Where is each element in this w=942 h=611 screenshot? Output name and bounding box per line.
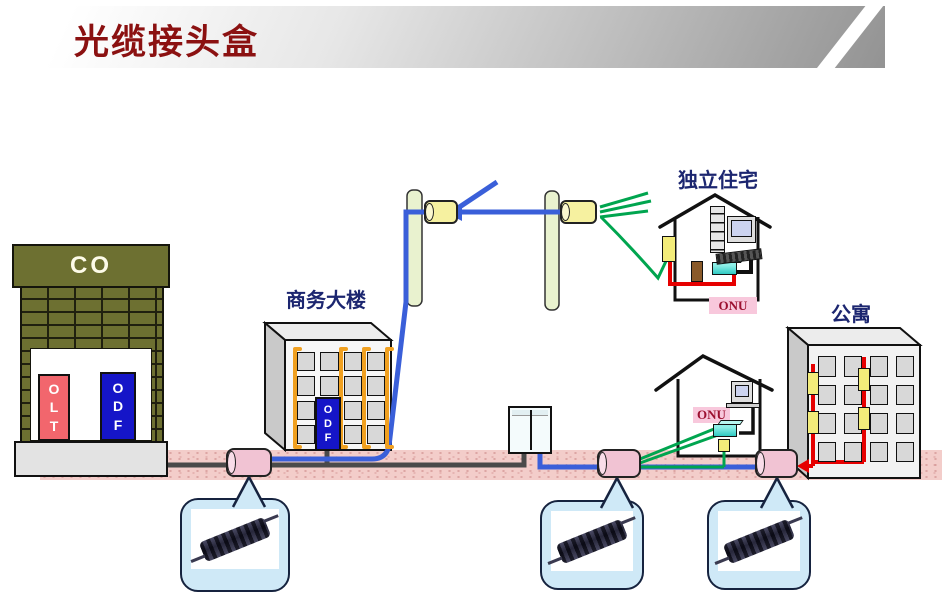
red-arrowhead xyxy=(797,459,809,473)
splice-closure-photo xyxy=(722,518,796,564)
co-building-sign: CO xyxy=(12,244,170,288)
cabinet-door-divider xyxy=(530,410,532,450)
floor-terminal-box xyxy=(807,411,819,434)
patch-black-house1 xyxy=(736,257,753,274)
wall-terminal-box xyxy=(662,236,676,262)
business-odf-cabinet: ODF xyxy=(315,397,341,451)
olt-label: OLT xyxy=(48,381,60,434)
utility-pole-2 xyxy=(544,190,560,311)
indoor-cable-red-house1 xyxy=(668,259,736,286)
splitter-box xyxy=(691,261,703,282)
closure-end-cap xyxy=(598,452,607,475)
computer-monitor xyxy=(727,216,756,243)
cable-riser-1 xyxy=(293,347,302,449)
closure-end-cap xyxy=(756,452,765,475)
detached-house-label: 独立住宅 xyxy=(678,170,758,192)
splice-closure-photo xyxy=(555,518,629,564)
cable-riser-3 xyxy=(362,347,371,449)
title-band xyxy=(0,6,885,68)
aerial-drop-green xyxy=(599,191,670,281)
terminal-box-2 xyxy=(718,439,730,452)
onu-device-2 xyxy=(713,424,737,437)
callout-bubble-1 xyxy=(180,498,290,592)
monitor-screen xyxy=(731,220,752,237)
aerial-splice-closure-1 xyxy=(424,200,458,224)
monitor-2 xyxy=(731,381,753,403)
callout-photo-frame xyxy=(191,509,279,569)
co-building-base xyxy=(14,441,168,477)
computer-tower xyxy=(710,206,725,253)
cable-riser-2 xyxy=(339,347,348,449)
monitor-shelf xyxy=(726,403,760,408)
onu-label: ONU xyxy=(718,297,748,313)
onu-label-strip: ONU xyxy=(709,297,757,314)
apartment-label: 公寓 xyxy=(831,304,871,326)
patch-black-house2 xyxy=(739,406,755,435)
co-odf-cabinet: ODF xyxy=(100,372,136,441)
business-building-label: 商务大楼 xyxy=(286,290,366,312)
floor-terminal-box xyxy=(858,368,870,391)
closure-end-cap xyxy=(425,203,434,221)
road-splice-closure-3 xyxy=(755,449,798,478)
apartment-windows xyxy=(818,356,914,462)
floor-terminal-box xyxy=(807,372,819,395)
olt-cabinet: OLT xyxy=(38,374,70,441)
co-odf-label: ODF xyxy=(112,380,124,433)
monitor-screen-2 xyxy=(735,385,749,397)
splice-closure-photo xyxy=(198,516,272,562)
road-splice-closure-2 xyxy=(597,449,641,478)
co-label: CO xyxy=(70,252,112,279)
street-drop-green xyxy=(639,427,726,469)
business-odf-label: ODF xyxy=(323,403,333,445)
feeder-cable-blue xyxy=(268,179,562,462)
road-splice-closure-1 xyxy=(226,448,272,477)
callout-bubble-3 xyxy=(707,500,811,590)
callout-photo-frame xyxy=(551,511,633,571)
closure-end-cap xyxy=(227,451,236,474)
closure-end-cap xyxy=(561,203,570,221)
callout-bubble-2 xyxy=(540,500,644,590)
onu-label-strip-2: ONU xyxy=(693,407,730,423)
utility-pole-1 xyxy=(406,189,423,307)
cable-riser-4 xyxy=(385,347,394,449)
aerial-splice-closure-2 xyxy=(560,200,597,224)
callout-photo-frame xyxy=(718,511,800,571)
page-title: 光缆接头盒 xyxy=(74,23,260,62)
street-cabinet xyxy=(508,406,552,454)
floor-terminal-box xyxy=(858,407,870,430)
onu-label-2: ONU xyxy=(697,407,726,422)
